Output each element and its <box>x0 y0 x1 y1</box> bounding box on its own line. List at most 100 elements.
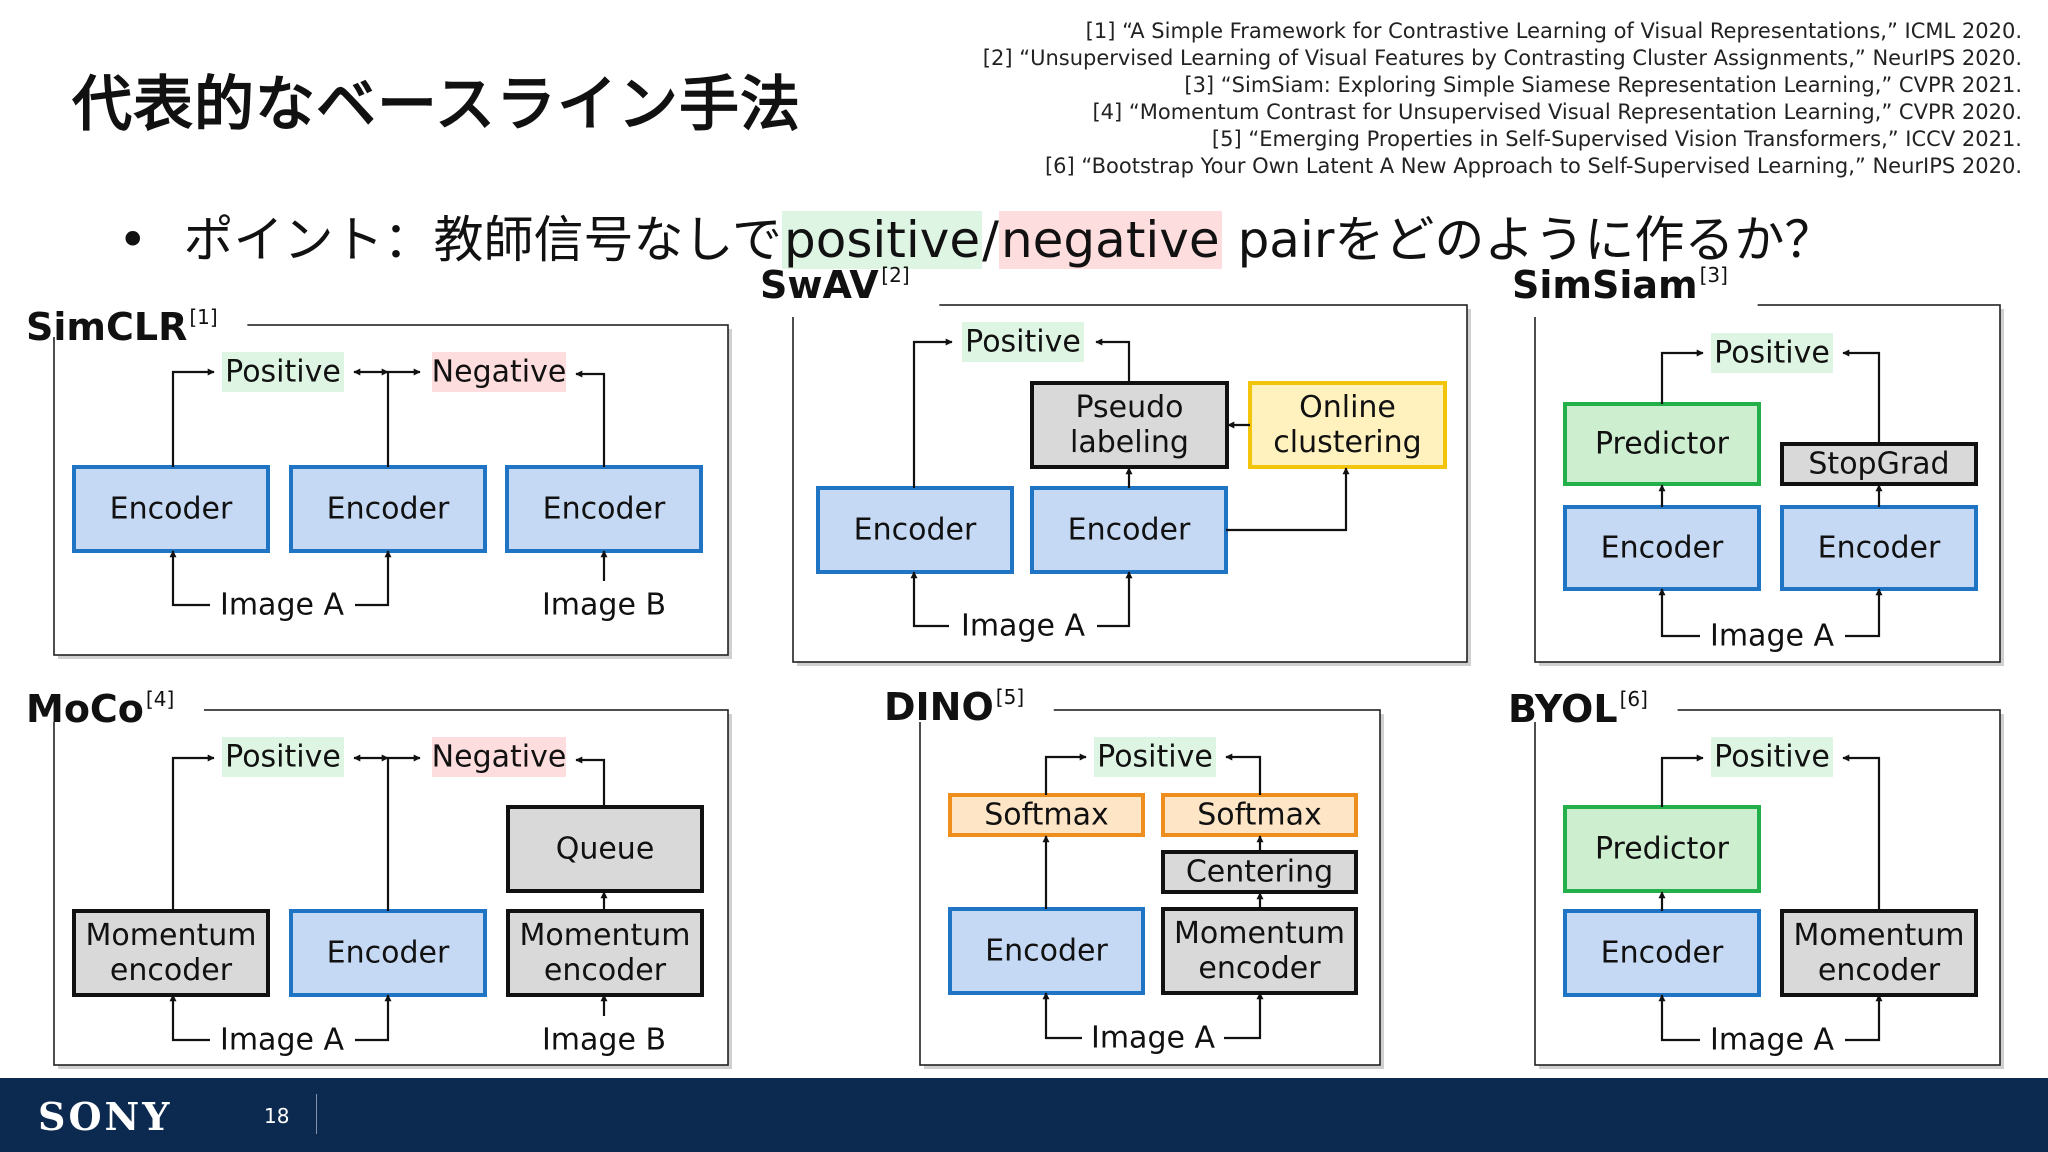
slide-title: 代表的なベースライン手法 <box>72 70 801 140</box>
reference-3: [3] “SimSiam: Exploring Simple Siamese R… <box>1184 73 2022 97</box>
footer-bar: SONY 18 <box>0 1078 2048 1152</box>
simsiam-positive-bg <box>1711 333 1833 373</box>
swav-image-a: Image A <box>961 609 1085 644</box>
swav-ref: [2] <box>881 263 909 287</box>
moco-encoder-label: Encoder <box>327 936 450 971</box>
bullet-prefix: ポイント：教師信号なしで <box>183 211 783 269</box>
bullet-negative: negative <box>998 211 1222 269</box>
dino-centering <box>1161 850 1358 894</box>
simclr-arrow-2b <box>386 368 421 467</box>
reference-5: [5] “Emerging Properties in Self-Supervi… <box>1211 127 2022 151</box>
dino-softmax-2-label: Softmax <box>1197 798 1322 833</box>
byol-predictor <box>1563 805 1761 893</box>
moco-momentum-1-label: encoder <box>110 953 233 988</box>
byol-in-2 <box>1845 994 1883 1042</box>
moco-arrow-2b <box>386 754 421 911</box>
byol-title-gap <box>1502 698 1678 722</box>
simclr-in-1 <box>169 550 210 607</box>
moco-in-1 <box>169 994 210 1042</box>
dino-arrow-1 <box>1044 753 1087 795</box>
simsiam-positive: Positive <box>1714 336 1830 371</box>
simclr-encoder-1-label: Encoder <box>110 492 233 527</box>
simclr-title: SimCLR <box>26 305 187 349</box>
dino-softmax-1-label: Softmax <box>984 798 1109 833</box>
swav-encoder-2-label: Encoder <box>1068 513 1191 548</box>
swav-online-label: Online <box>1299 390 1396 425</box>
dino-centering-label: Centering <box>1186 855 1333 890</box>
reference-6: [6] “Bootstrap Your Own Latent A New App… <box>1044 154 2022 178</box>
moco-title: MoCo <box>26 687 144 731</box>
swav-pseudo-label: Pseudo <box>1075 390 1183 425</box>
byol-image-a: Image A <box>1710 1023 1834 1058</box>
moco-positive: Positive <box>225 740 341 775</box>
simsiam-arrow-1 <box>1660 349 1704 404</box>
page-number: 18 <box>264 1104 290 1128</box>
byol-momentum <box>1780 909 1978 997</box>
simsiam-title: SimSiam <box>1512 263 1698 307</box>
swav-positive: Positive <box>965 325 1081 360</box>
swav-encoder-2 <box>1030 486 1228 574</box>
reference-2: [2] “Unsupervised Learning of Visual Fea… <box>982 46 2022 70</box>
reference-1: [1] “A Simple Framework for Contrastive … <box>1085 19 2022 43</box>
swav-encoder-1-label: Encoder <box>854 513 977 548</box>
moco-positive-bg <box>222 737 344 777</box>
dino-arrow-2 <box>1225 753 1262 795</box>
simsiam-predictor-label: Predictor <box>1595 427 1730 462</box>
swav-in-2 <box>1097 571 1133 628</box>
moco-in-2 <box>355 994 392 1042</box>
byol-arrow-2 <box>1842 754 1881 911</box>
simsiam-image-a: Image A <box>1710 619 1834 654</box>
byol-positive: Positive <box>1714 740 1830 775</box>
swav-positive-bg <box>962 322 1084 362</box>
simsiam-arrow-2 <box>1842 349 1881 444</box>
swav-arrow-cluster <box>1226 467 1350 532</box>
references: [1] “A Simple Framework for Contrastive … <box>822 18 2022 180</box>
moco-title-gap <box>20 698 204 722</box>
dino-in-1 <box>1042 992 1082 1040</box>
dino-title: DINO <box>884 685 994 729</box>
simclr-positive-bg <box>222 352 344 392</box>
simsiam-ref: [3] <box>1700 263 1728 287</box>
moco-arrow-1 <box>171 754 215 911</box>
simclr-image-b: Image B <box>542 588 666 623</box>
swav-pseudo-label: labeling <box>1070 425 1189 460</box>
moco-queue-label: Queue <box>556 832 655 867</box>
swav-online <box>1248 381 1447 469</box>
byol-in-1 <box>1658 994 1700 1042</box>
swav-online-label: clustering <box>1273 425 1421 460</box>
byol-momentum-label: Momentum <box>1794 918 1965 953</box>
simclr-title-gap <box>20 313 248 337</box>
reference-4: [4] “Momentum Contrast for Unsupervised … <box>1092 100 2022 124</box>
simclr-encoder-2-label: Encoder <box>327 492 450 527</box>
dino-ref: [5] <box>996 685 1024 709</box>
dino-in-2 <box>1224 992 1264 1040</box>
moco-momentum-2-label: encoder <box>544 953 667 988</box>
byol-arrow-1 <box>1660 754 1704 807</box>
simclr-negative: Negative <box>432 355 567 390</box>
footer-divider <box>316 1094 317 1134</box>
swav-pseudo <box>1030 381 1229 469</box>
simclr-image-a: Image A <box>220 588 344 623</box>
moco-momentum-1 <box>72 909 270 997</box>
byol-predictor-label: Predictor <box>1595 832 1730 867</box>
dino-positive: Positive <box>1097 740 1213 775</box>
dino-momentum <box>1161 907 1358 995</box>
swav-arrow-pseudo <box>1095 338 1131 383</box>
simsiam-stopgrad-label: StopGrad <box>1808 447 1949 482</box>
dino-momentum-label: encoder <box>1198 951 1321 986</box>
dino-title-gap <box>878 698 1054 722</box>
moco-queue <box>506 805 704 893</box>
simclr-arrow-3 <box>575 370 606 467</box>
byol-encoder-label: Encoder <box>1601 936 1724 971</box>
dino-encoder <box>948 907 1145 995</box>
bullet-slash: / <box>982 211 999 269</box>
simclr-arrow-1 <box>171 368 215 467</box>
simsiam-in-2 <box>1845 588 1883 638</box>
swav-in-1 <box>910 571 949 628</box>
moco-arrow-3 <box>575 756 606 807</box>
simclr-in-2 <box>355 550 392 607</box>
dino-encoder-label: Encoder <box>985 934 1108 969</box>
simsiam-encoder-2-label: Encoder <box>1818 531 1941 566</box>
moco-negative: Negative <box>432 740 567 775</box>
dino-softmax-2 <box>1161 793 1358 837</box>
